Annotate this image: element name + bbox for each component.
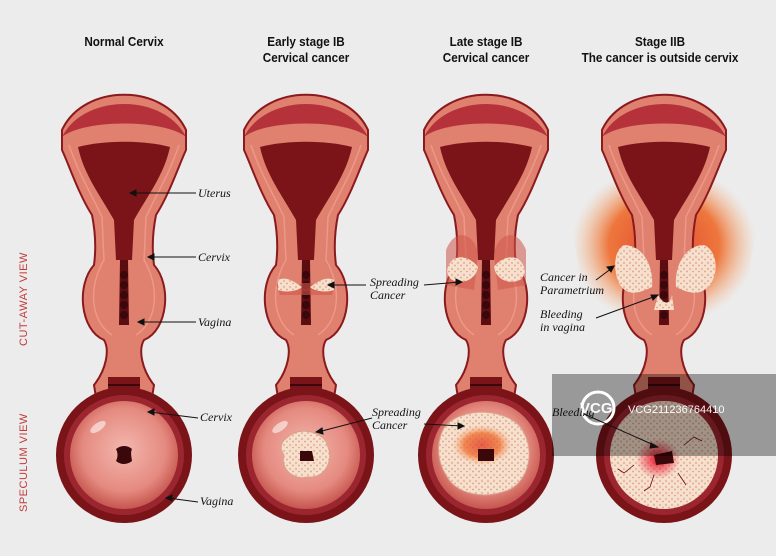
- label-speculum-bleeding: Bleeding: [552, 405, 595, 419]
- uterus-normal: [61, 93, 187, 436]
- uterus-stage-iib: [571, 93, 757, 436]
- watermark: [552, 374, 776, 456]
- label-bleed-line1: Bleeding: [540, 307, 583, 321]
- label-bleed-line2: in vagina: [540, 320, 585, 334]
- title-early-stage: Early stage IB Cervical cancer: [216, 34, 396, 66]
- label-spreading-cancer: Spreading Cancer: [370, 276, 419, 302]
- title-late-stage: Late stage IB Cervical cancer: [396, 34, 576, 66]
- label-speculum-spreading: Spreading Cancer: [372, 406, 421, 432]
- label-uterus: Uterus: [198, 186, 231, 200]
- watermark-logo: VCG: [580, 400, 613, 417]
- label-spec-spread-line2: Cancer: [372, 418, 408, 432]
- label-cervix: Cervix: [198, 250, 230, 264]
- label-vagina: Vagina: [198, 315, 232, 329]
- speculum-late-ib: [418, 387, 554, 523]
- title-early-line2: Cervical cancer: [262, 50, 350, 65]
- speculum-stage-iib: [596, 387, 732, 523]
- uterus-early-ib: [243, 93, 369, 436]
- title-early-line1: Early stage IB: [267, 34, 345, 49]
- title-stage2-line2: The cancer is outside cervix: [581, 50, 739, 65]
- pointer-lines-bottom: [146, 408, 660, 503]
- row-label-cutaway: CUT-AWAY VIEW: [18, 252, 30, 346]
- label-cancer-parametrium: Cancer in Parametrium: [540, 271, 604, 297]
- title-normal-cervix: Normal Cervix: [34, 34, 214, 50]
- label-param-line1: Cancer in: [540, 270, 588, 284]
- title-late-line1: Late stage IB: [449, 34, 523, 49]
- label-spreading-line2: Cancer: [370, 288, 406, 302]
- title-late-line2: Cervical cancer: [442, 50, 530, 65]
- title-stage-iib: Stage IIB The cancer is outside cervix: [570, 34, 750, 66]
- label-spec-spread-line1: Spreading: [372, 405, 421, 419]
- pointer-lines-top: [128, 189, 660, 326]
- label-spreading-line1: Spreading: [370, 275, 419, 289]
- title-stage2-line1: Stage IIB: [634, 34, 686, 49]
- speculum-early-ib: [238, 387, 374, 523]
- label-param-line2: Parametrium: [540, 283, 604, 297]
- watermark-id: VCG21123676441​0: [628, 404, 725, 416]
- uterus-late-ib: [423, 93, 549, 436]
- row-label-speculum: SPECULUM VIEW: [18, 413, 30, 512]
- label-bleeding-vagina: Bleeding in vagina: [540, 308, 585, 334]
- label-speculum-cervix: Cervix: [200, 410, 232, 424]
- title-normal-line: Normal Cervix: [84, 34, 164, 49]
- label-speculum-vagina: Vagina: [200, 494, 234, 508]
- speculum-normal: [56, 387, 192, 523]
